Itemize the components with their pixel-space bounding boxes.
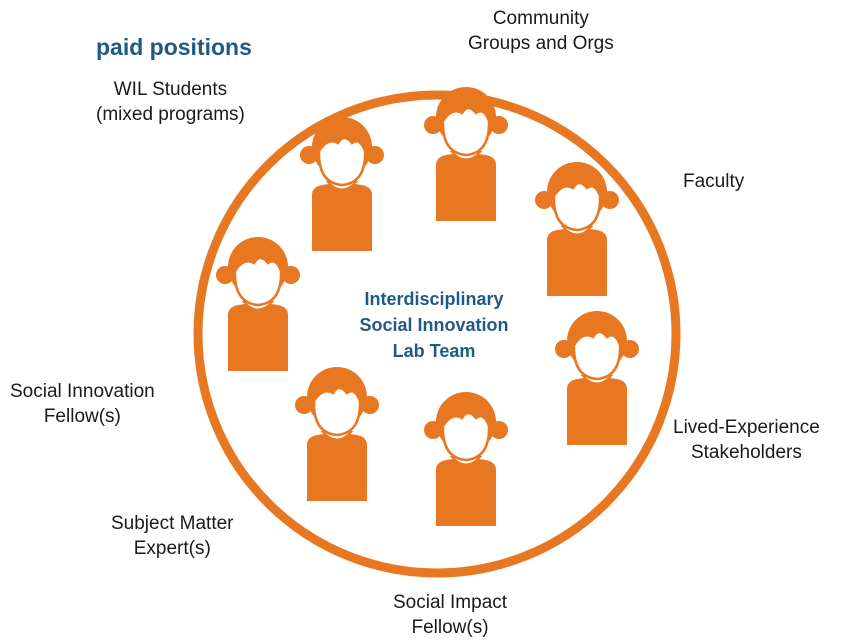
label-social-innovation-fellow: Social Innovation Fellow(s)	[10, 379, 155, 429]
label-line: Social Impact	[393, 592, 508, 613]
label-faculty: Faculty	[683, 169, 744, 194]
label-line: Fellow(s)	[411, 617, 489, 638]
label-subject-matter-expert: Subject Matter Expert(s)	[111, 511, 234, 561]
label-line: (mixed programs)	[96, 104, 245, 125]
team-title: Interdisciplinary Social Innovation Lab …	[318, 286, 550, 364]
person-icon	[555, 311, 639, 445]
label-line: Stakeholders	[690, 442, 802, 463]
label-line: Faculty	[683, 171, 745, 192]
people-group	[216, 87, 639, 526]
person-icon	[535, 162, 619, 296]
label-line: Expert(s)	[133, 538, 211, 559]
paid-positions-heading: paid positions	[96, 34, 252, 60]
label-line: Groups and Orgs	[468, 33, 614, 54]
team-title-line: Lab Team	[392, 341, 476, 361]
label-wil-students: WIL Students (mixed programs)	[96, 77, 245, 127]
label-lived-experience: Lived-Experience Stakeholders	[673, 415, 820, 465]
label-line: Social Innovation	[10, 381, 155, 402]
person-icon	[216, 237, 300, 371]
person-icon	[300, 117, 384, 251]
label-line: Community	[492, 8, 589, 29]
team-circle	[193, 90, 681, 578]
team-title-line: Social Innovation	[359, 315, 509, 335]
label-line: Lived-Experience	[673, 417, 820, 438]
label-line: WIL Students	[113, 79, 228, 100]
person-icon	[295, 367, 379, 501]
person-icon	[424, 87, 508, 221]
label-line: Fellow(s)	[43, 406, 121, 427]
team-title-line: Interdisciplinary	[364, 289, 504, 309]
label-line: Subject Matter	[111, 513, 234, 534]
label-community-groups: Community Groups and Orgs	[468, 6, 614, 56]
label-social-impact-fellow: Social Impact Fellow(s)	[393, 590, 507, 640]
person-icon	[424, 392, 508, 526]
